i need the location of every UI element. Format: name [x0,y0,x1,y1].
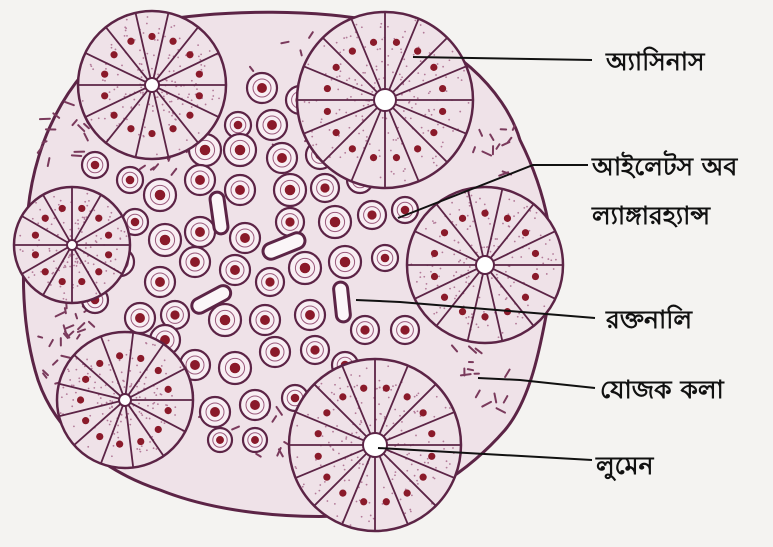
lumen [67,240,77,250]
islet-cell [230,223,260,253]
islet-cell [145,267,175,297]
connective-tissue-fiber [281,42,288,43]
islet-cell [372,245,398,271]
islet-cell [240,390,270,420]
islet-cell [220,255,250,285]
connective-tissue-fiber [461,374,471,375]
islet-cell [319,206,351,238]
islet-cell [392,197,418,223]
lumen [145,78,159,92]
islet-cell [225,175,255,205]
islet-cell [301,336,329,364]
blood-vessel-label: রক্তনালি [605,304,693,334]
acinus [78,11,226,159]
connective-tissue-fiber [76,314,77,319]
acinus [297,12,473,188]
lumen [119,394,131,406]
islet-cell [208,428,232,452]
islet-cell [267,143,297,173]
islet-cell [274,174,306,206]
blood-vessel [333,281,351,322]
connective-tissue-fiber [300,50,301,55]
islet-cell [180,247,210,277]
acinus [407,187,563,343]
islet-cell [209,304,241,336]
islet-cell [391,316,419,344]
islet-cell [329,246,361,278]
islet-cell [289,252,321,284]
islet-cell [185,165,215,195]
lumen-label: লুমেন [595,451,655,482]
islet-cell [243,428,267,452]
islet-cell [351,316,379,344]
connective-tissue-fiber [38,336,42,337]
islet-cell [247,73,277,103]
acinus-label: অ্যাসিনাস [605,46,706,76]
lumen [374,89,396,111]
islet-cell [260,337,290,367]
islet-cell [185,217,215,247]
islet-cell [358,201,386,229]
connective-tissue-fiber [468,369,473,370]
islet-cell [117,167,143,193]
acinus [57,332,193,468]
connective-tissue-fiber [43,141,47,142]
islet-cell [125,303,155,333]
islet-cell [250,305,280,335]
connective-tissue-fiber [72,155,81,156]
islets-label-line1: আইলেটস অব [591,150,738,181]
islet-cell [82,152,108,178]
islet-cell [144,179,176,211]
acinus [14,187,130,303]
islet-cell [295,300,325,330]
lumen [363,433,387,457]
islet-cell [257,110,287,140]
islet-cell [311,174,339,202]
islet-cell [224,134,256,166]
islet-cell [219,352,251,384]
lumen [476,256,494,274]
acinus [289,359,461,531]
connective-tissue-label: যোজক কলা [600,375,725,404]
islet-cell [200,397,230,427]
islet-cell [149,224,181,256]
islet-cell [256,268,284,296]
islets-label-line2: ল্যাঙ্গারহ্যান্স [591,201,711,230]
